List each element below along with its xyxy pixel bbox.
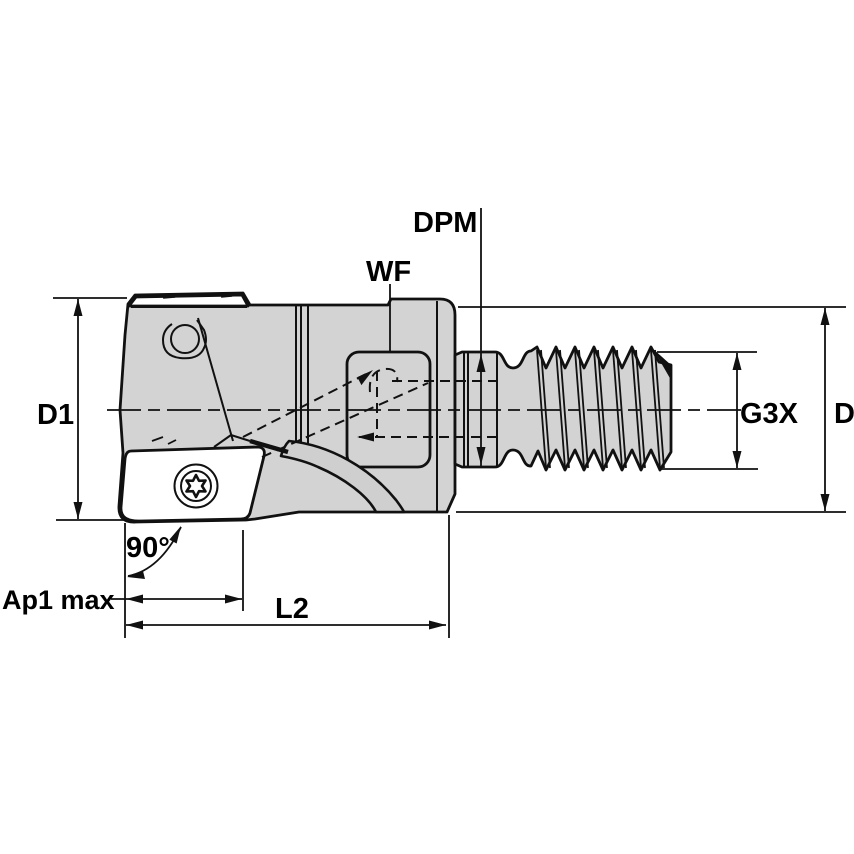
dim-l2: L2 — [126, 515, 450, 638]
hidden-arrow-diag — [357, 370, 373, 386]
insert-screw-ring — [180, 470, 212, 502]
dim-dpm: DPM — [413, 207, 486, 466]
dim-d1: D1 — [37, 297, 127, 521]
top-screw-head — [170, 324, 200, 354]
label-wf: WF — [366, 256, 411, 288]
hidden-arrow-left — [357, 432, 374, 442]
pocket-diagonal-line — [197, 317, 234, 442]
neck-and-thread — [453, 345, 673, 472]
label-d: D — [834, 398, 854, 430]
torx-icon — [185, 473, 207, 499]
top-insert-tick1 — [162, 294, 176, 299]
shank-group — [453, 345, 673, 472]
dim-g3x: G3X — [657, 351, 799, 470]
flute-curve — [279, 439, 406, 514]
front-insert-group — [119, 445, 266, 523]
pocket-mark-2 — [167, 439, 177, 445]
pocket-mark-1 — [151, 436, 164, 442]
pocket-dark-edge — [249, 438, 289, 455]
label-dpm: DPM — [413, 207, 477, 239]
insert-screw-outer — [173, 463, 219, 509]
label-l2: L2 — [275, 593, 309, 625]
pocket-step-lines — [213, 433, 251, 448]
dim-d: D — [456, 306, 854, 513]
label-g3x: G3X — [740, 398, 799, 430]
hidden-diagonal-1 — [242, 371, 371, 438]
top-screw-contour — [161, 319, 207, 360]
top-insert-tick2 — [220, 293, 233, 298]
label-ap1: Ap1 max — [2, 585, 115, 615]
thread-flanks — [536, 349, 665, 469]
label-angle: 90° — [126, 532, 170, 564]
hidden-diagonal-2 — [261, 382, 429, 458]
dim-angle: 90° — [124, 523, 182, 638]
dim-ap1: Ap1 max — [2, 530, 244, 615]
dim-wf: WF — [366, 256, 411, 352]
thread-end-shadow — [651, 347, 671, 380]
label-d1: D1 — [37, 399, 74, 431]
hidden-lines — [242, 367, 502, 458]
